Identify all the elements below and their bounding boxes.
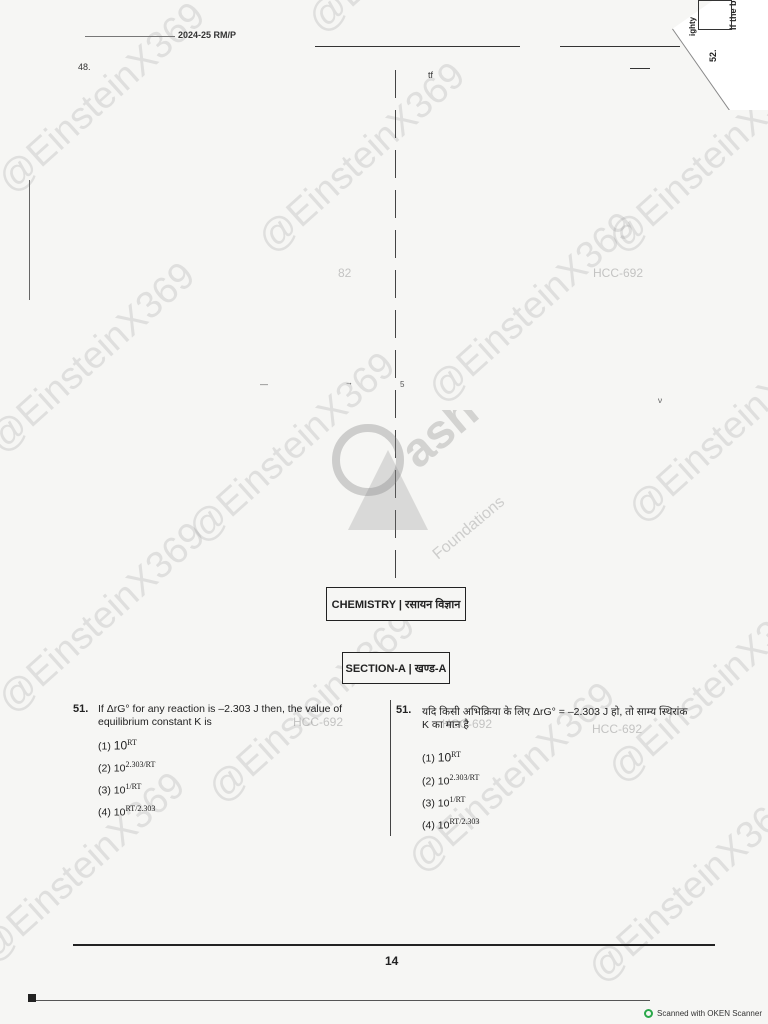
scanner-icon (644, 1009, 654, 1018)
question-number: 48. (78, 62, 91, 72)
rule-fragment (630, 68, 650, 69)
option-4: (4) 10RT/2.303 (98, 804, 155, 819)
option-label: (2) (98, 762, 111, 775)
option-base: 10 (113, 806, 126, 819)
option-label: (2) (422, 775, 435, 788)
option-exponent: RT (451, 750, 461, 759)
option-base: 10 (437, 750, 452, 765)
watermark: @EinsteinX369 (300, 0, 524, 42)
watermark: @EinsteinX369 (0, 764, 194, 972)
option-3: (3) 101/RT (422, 795, 465, 810)
option-base: 10 (437, 819, 450, 832)
watermark: @EinsteinX369 (0, 254, 204, 462)
option-1: (1) 10RT (98, 738, 137, 753)
institute-logo: ash Foundations (332, 410, 508, 563)
option-exponent: 2.303/RT (125, 760, 156, 769)
watermark: @EinsteinX369 (620, 324, 768, 532)
scan-mark: ν (658, 396, 662, 405)
watermark: @EinsteinX369 (0, 514, 214, 722)
option-3: (3) 101/RT (98, 782, 141, 797)
option-label: (3) (422, 797, 435, 810)
paper-code: HCC-692 (593, 266, 644, 280)
scanner-credit: Scanned with OKEN Scanner (644, 1009, 762, 1018)
option-1: (1) 10RT (422, 750, 461, 765)
paper-code: HCC-692 (442, 717, 493, 731)
column-divider (395, 70, 396, 590)
question-line: यदि किसी अभिक्रिया के लिए ΔrG° = –2.303 … (422, 706, 688, 718)
margin-line (29, 180, 30, 300)
option-2: (2) 102.303/RT (422, 773, 479, 788)
corner-box (698, 0, 732, 30)
scanner-text: Scanned with OKEN Scanner (657, 1009, 762, 1018)
section-heading: SECTION-A | खण्ड-A (342, 652, 450, 684)
column-divider (390, 700, 391, 836)
question-number: 51. (73, 703, 89, 715)
paper-code: 82 (338, 266, 352, 280)
option-2: (2) 102.303/RT (98, 760, 155, 775)
option-exponent: RT/2.303 (449, 817, 480, 826)
bottom-edge (30, 1000, 650, 1001)
page-number: 14 (385, 954, 399, 968)
header-text: 2024-25 RM/P (178, 30, 237, 40)
footer-rule (73, 944, 715, 946)
option-exponent: RT/2.303 (125, 804, 156, 813)
question-text-hindi: यदि किसी अभिक्रिया के लिए ΔrG° = –2.303 … (422, 706, 722, 732)
option-exponent: RT (127, 738, 137, 747)
subject-heading: CHEMISTRY | रसायन विज्ञान (326, 587, 466, 621)
option-base: 10 (113, 738, 128, 753)
question-text-english: If ΔrG° for any reaction is –2.303 J the… (98, 703, 368, 729)
question-line: equilibrium constant K is (98, 716, 212, 728)
option-exponent: 1/RT (449, 795, 466, 804)
question-number: 51. (396, 704, 412, 716)
corner-mark (28, 994, 36, 1002)
scan-mark: 5 (400, 380, 405, 389)
corner-question-number: 52. (708, 49, 718, 62)
option-label: (1) (422, 752, 435, 765)
corner-top-text: ighty (688, 16, 697, 36)
scan-mark: → (345, 378, 353, 387)
watermark: @EinsteinX369 (580, 784, 768, 992)
logo-text: Foundations (430, 493, 508, 563)
watermark: @EinsteinX369 (250, 54, 474, 262)
option-base: 10 (113, 784, 126, 797)
option-label: (3) (98, 784, 111, 797)
question-line: If ΔrG° for any reaction is –2.303 J the… (98, 703, 343, 715)
option-4: (4) 10RT/2.303 (422, 817, 479, 832)
option-base: 10 (437, 797, 450, 810)
watermark: @EinsteinX369 (600, 584, 768, 792)
option-label: (4) (98, 806, 111, 819)
option-exponent: 2.303/RT (449, 773, 480, 782)
svg-text:ash: ash (391, 410, 488, 478)
option-base: 10 (437, 775, 450, 788)
option-label: (4) (422, 819, 435, 832)
option-exponent: 1/RT (125, 782, 142, 791)
watermark: @EinsteinX369 (420, 204, 644, 412)
question-fragment: tf (428, 70, 434, 80)
paper-code: HCC-692 (293, 715, 344, 729)
option-base: 10 (113, 762, 126, 775)
header-rule (560, 46, 680, 47)
question-line: K का मान है (422, 719, 469, 731)
scan-mark: — (260, 380, 268, 389)
header-rule (85, 36, 175, 37)
option-label: (1) (98, 740, 111, 753)
paper-code: HCC-692 (592, 722, 643, 736)
header-rule (315, 46, 520, 47)
